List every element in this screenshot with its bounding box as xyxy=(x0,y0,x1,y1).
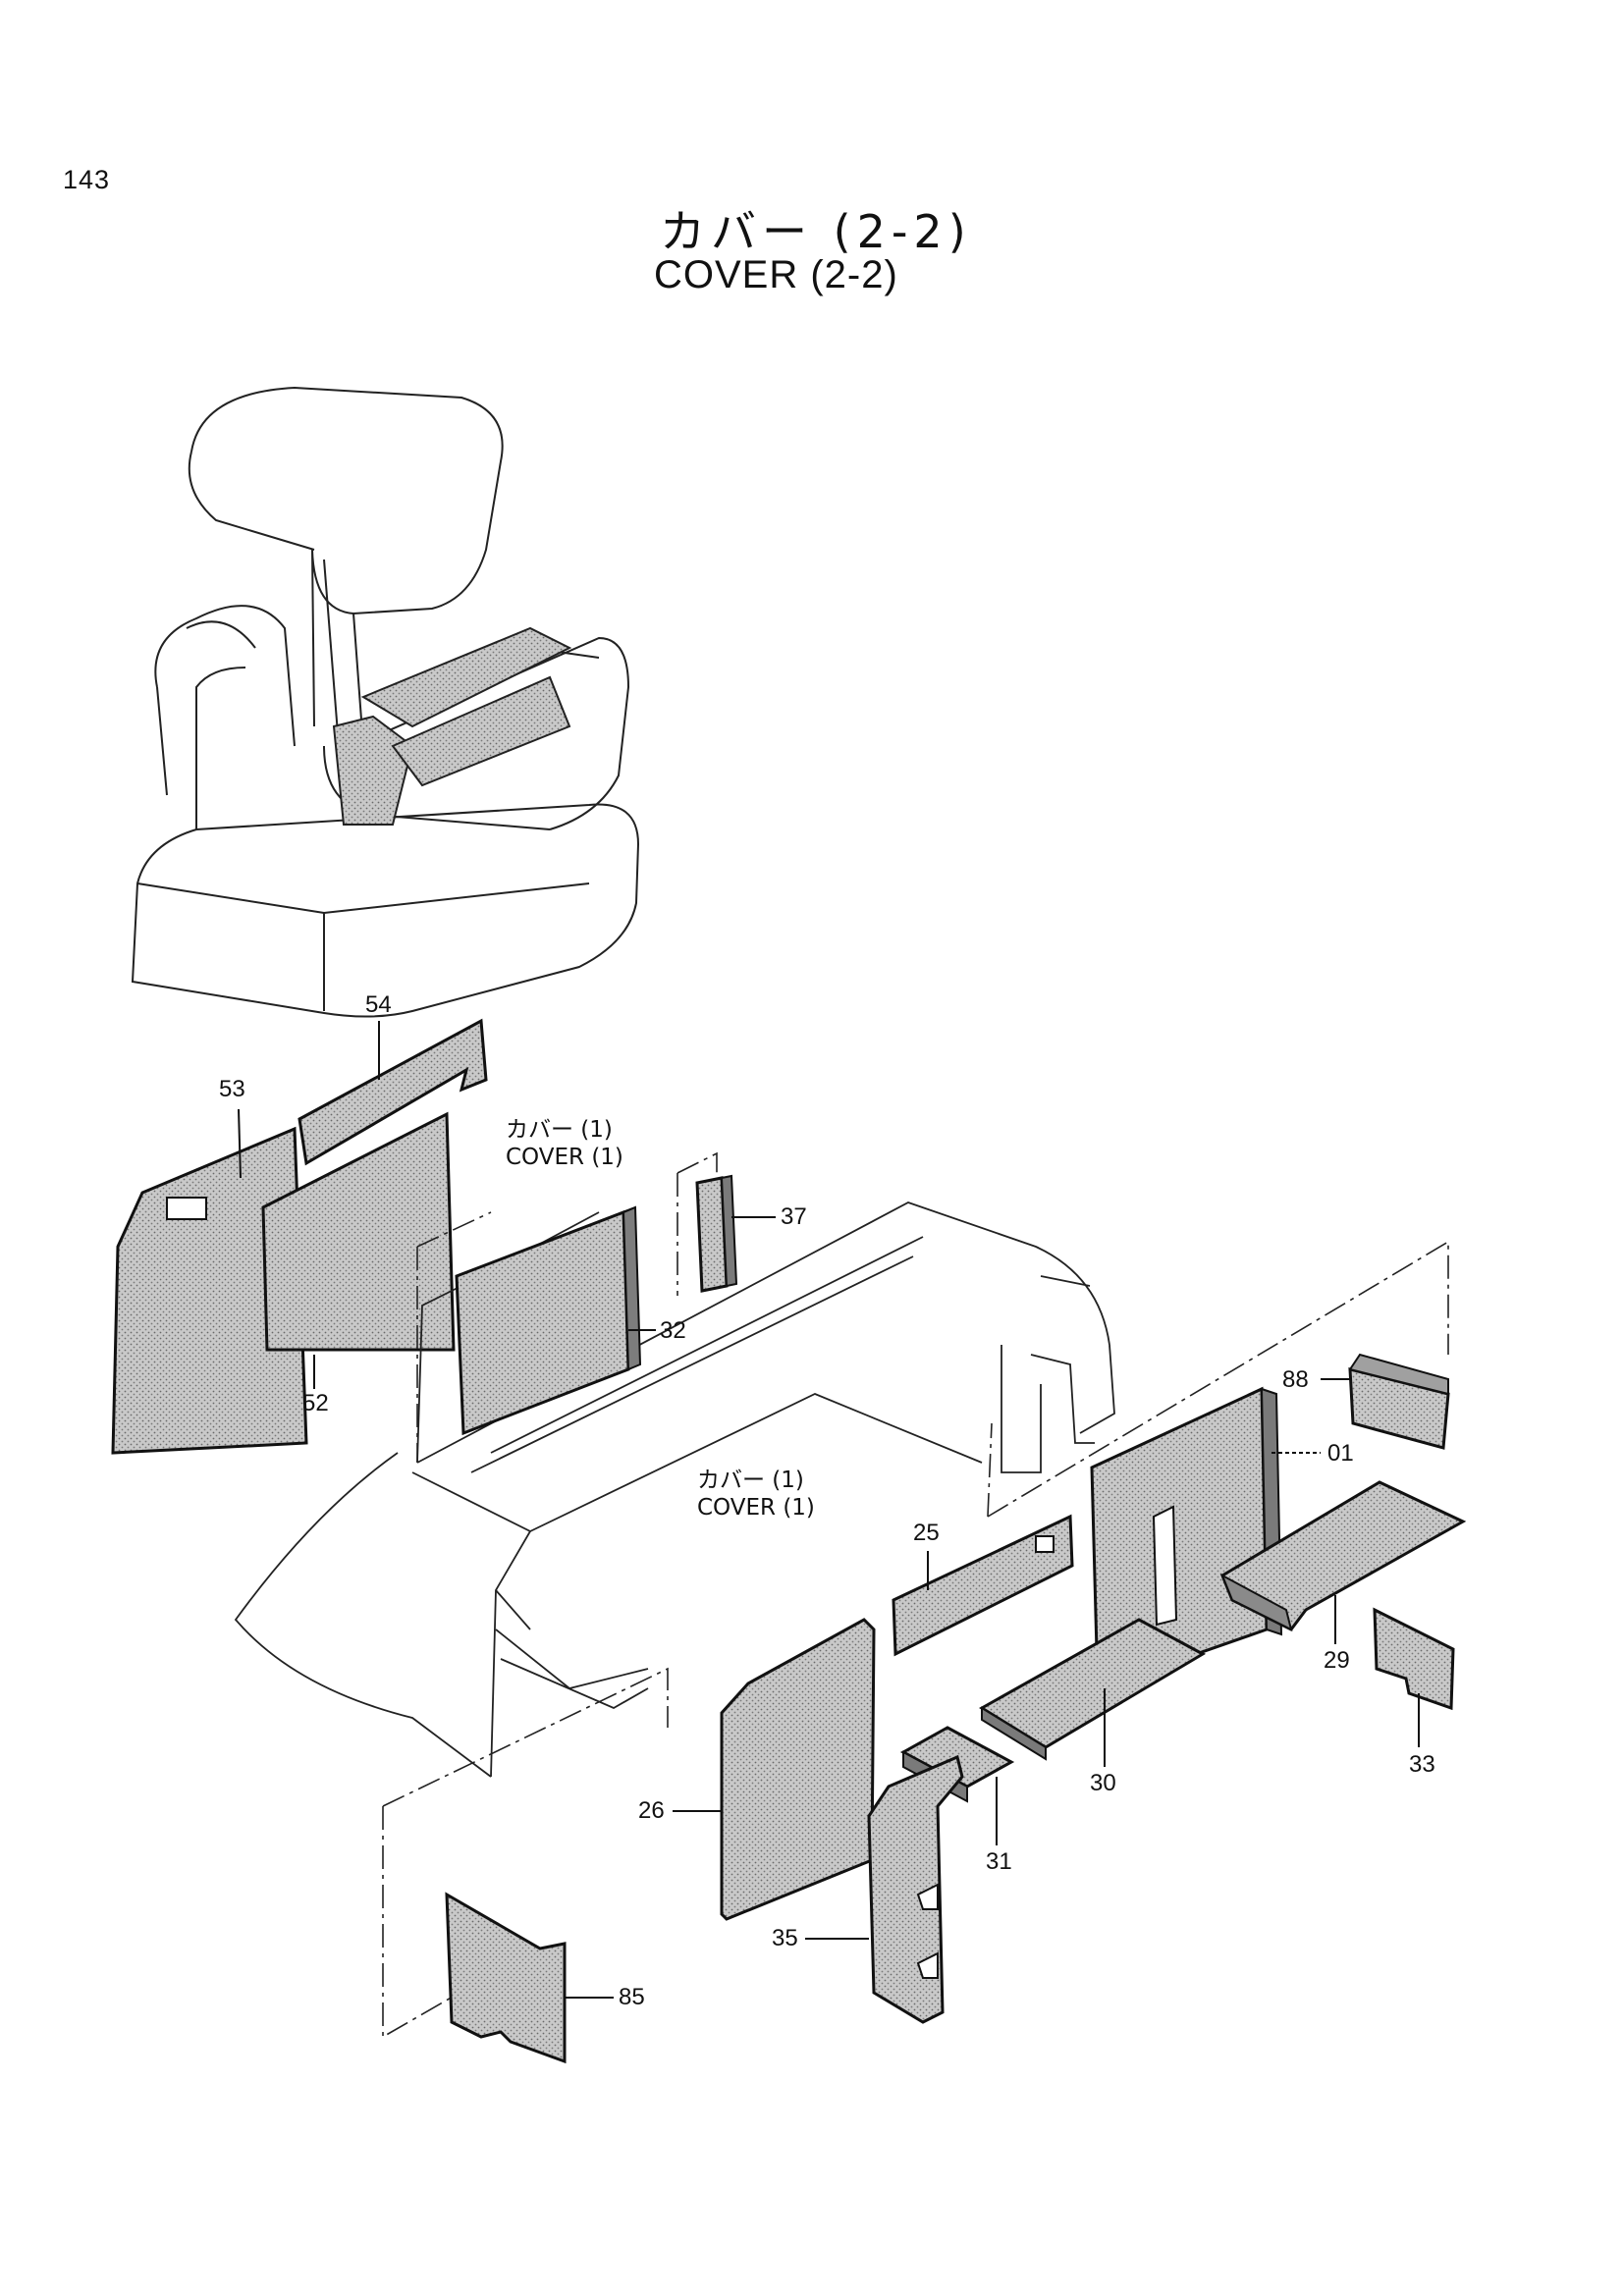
title-japanese: カバー (2-2) xyxy=(660,205,972,258)
main-cover-wireframe xyxy=(234,1201,1115,1778)
bar-25 xyxy=(892,1514,1074,1657)
reference-note-1-japanese: カバー (1) xyxy=(506,1117,613,1143)
panel-54 xyxy=(298,1018,488,1166)
callout-54: 54 xyxy=(365,991,392,1018)
callout-31: 31 xyxy=(986,1848,1012,1875)
panel-85 xyxy=(445,1892,567,2064)
block-33 xyxy=(1373,1607,1455,1711)
reference-note-1: カバー (1) COVER (1) xyxy=(506,1117,623,1171)
callout-33: 33 xyxy=(1409,1751,1435,1778)
block-37 xyxy=(695,1174,738,1293)
panel-26 xyxy=(720,1618,876,1921)
callout-01: 01 xyxy=(1327,1440,1354,1467)
leader-lines xyxy=(238,1021,1420,1999)
block-88 xyxy=(1348,1353,1450,1450)
reference-note-2: カバー (1) COVER (1) xyxy=(697,1468,815,1522)
panel-52 xyxy=(261,1111,456,1352)
panel-32 xyxy=(455,1205,642,1436)
callout-25: 25 xyxy=(913,1520,940,1546)
callout-32: 32 xyxy=(660,1317,686,1344)
callout-30: 30 xyxy=(1090,1770,1116,1796)
callout-88: 88 xyxy=(1282,1366,1309,1393)
plate-30 xyxy=(979,1618,1207,1761)
callout-37: 37 xyxy=(781,1203,807,1230)
reference-note-2-english: COVER (1) xyxy=(697,1494,815,1521)
callout-35: 35 xyxy=(772,1925,798,1951)
callout-26: 26 xyxy=(638,1797,665,1824)
plate-29 xyxy=(1220,1480,1467,1631)
callout-53: 53 xyxy=(219,1076,245,1102)
machine-engine-cover xyxy=(332,626,572,826)
callout-29: 29 xyxy=(1324,1647,1350,1674)
callout-85: 85 xyxy=(619,1984,645,2010)
reference-note-1-english: COVER (1) xyxy=(506,1144,623,1170)
page-number: 143 xyxy=(63,165,111,194)
reference-note-2-japanese: カバー (1) xyxy=(697,1468,804,1493)
title-english: COVER (2-2) xyxy=(654,253,898,296)
callout-52: 52 xyxy=(302,1390,329,1416)
panel-35 xyxy=(867,1754,964,2024)
panel-53 xyxy=(111,1126,308,1455)
